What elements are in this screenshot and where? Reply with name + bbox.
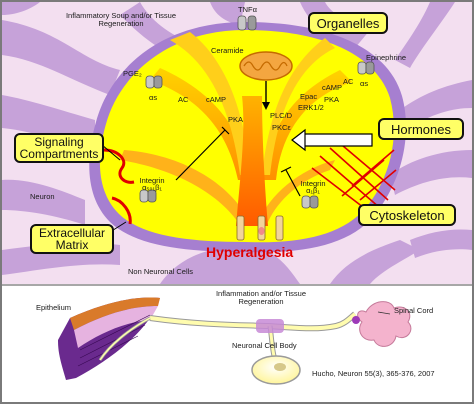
ion-channels	[236, 215, 284, 241]
nerve-endings	[99, 317, 151, 361]
label-neuron: Neuron	[30, 192, 55, 201]
label-alpha-s-right: αs	[360, 79, 369, 88]
epithelium-surface	[70, 297, 160, 330]
label-ceramide: Ceramide	[211, 46, 244, 55]
box-cytoskeleton: Cytoskeleton	[358, 204, 456, 226]
label-integrin-left: Integrin	[139, 176, 165, 185]
hormones-arrow-head	[291, 128, 306, 152]
label-pka-left: PKA	[228, 115, 244, 124]
signal-core	[236, 96, 268, 226]
receptors	[139, 15, 375, 209]
spinal-cord-pointer	[377, 311, 391, 315]
hormones-arrow-body	[301, 133, 373, 147]
label-non-neuronal: Non Neuronal Cells	[128, 267, 194, 276]
epithelium-layer	[74, 306, 158, 348]
label-ac-left: AC	[178, 95, 189, 104]
label-camp-right: cAMP	[322, 83, 343, 92]
box-hormones: Hormones	[378, 118, 464, 140]
label-camp-left: cAMP	[206, 95, 227, 104]
signal-fan-lower-right	[258, 160, 335, 222]
citation: Hucho, Neuron 55(3), 365-376, 2007	[312, 369, 435, 378]
signal-fan-right	[262, 70, 352, 180]
box-extracellular-matrix: Extracellular Matrix	[30, 224, 114, 254]
mitochondrion	[239, 51, 293, 81]
label-tnf: TNFα	[238, 5, 257, 14]
label-pkce: PKCε	[272, 123, 291, 132]
box-signaling-compartments: Signaling Compartments	[14, 133, 104, 163]
synapse	[352, 316, 360, 324]
box-organelles: Organelles	[308, 12, 388, 34]
label-pge2: PGE₂	[123, 69, 142, 78]
mitochondrion-cristae	[243, 61, 288, 71]
label-integrin-right: Integrin	[300, 179, 326, 188]
signal-fan-lower-left	[120, 150, 250, 222]
label-soup: Inflammatory Soup and/or Tissue Regenera…	[65, 11, 177, 28]
label-epithelium: Epithelium	[36, 303, 72, 312]
label-inflammation-lower: Inflammation and/or Tissue Regeneration	[215, 289, 307, 306]
arrow-organelle-down-head	[262, 102, 270, 110]
signaling-compartment-curve	[103, 148, 135, 184]
label-integrin-left-sub: α₅₀₁β₁	[142, 183, 162, 192]
ecm-curve	[111, 196, 132, 225]
spinal-cord	[357, 301, 412, 347]
title-hyperalgesia: Hyperalgesia	[206, 244, 294, 260]
label-plc: PLC/D	[270, 111, 293, 120]
label-epac: Epac	[300, 92, 318, 101]
label-alpha-s-left: αs	[149, 93, 158, 102]
label-erk: ERK1/2	[298, 103, 324, 112]
neuronal-cell-body	[251, 355, 301, 385]
label-integrin-right-sub: α₁β₁	[306, 186, 320, 195]
cell-nucleus	[274, 363, 286, 371]
nerve-fiber	[149, 312, 357, 331]
label-epinephrine: Epinephrine	[366, 53, 407, 62]
label-pka-right: PKA	[324, 95, 340, 104]
inflammation-site	[256, 319, 284, 333]
label-spinal-cord: Spinal Cord	[394, 306, 434, 315]
label-ac-right: AC	[343, 77, 354, 86]
signal-fan-top-right	[262, 38, 335, 175]
label-cell-body: Neuronal Cell Body	[232, 341, 297, 350]
